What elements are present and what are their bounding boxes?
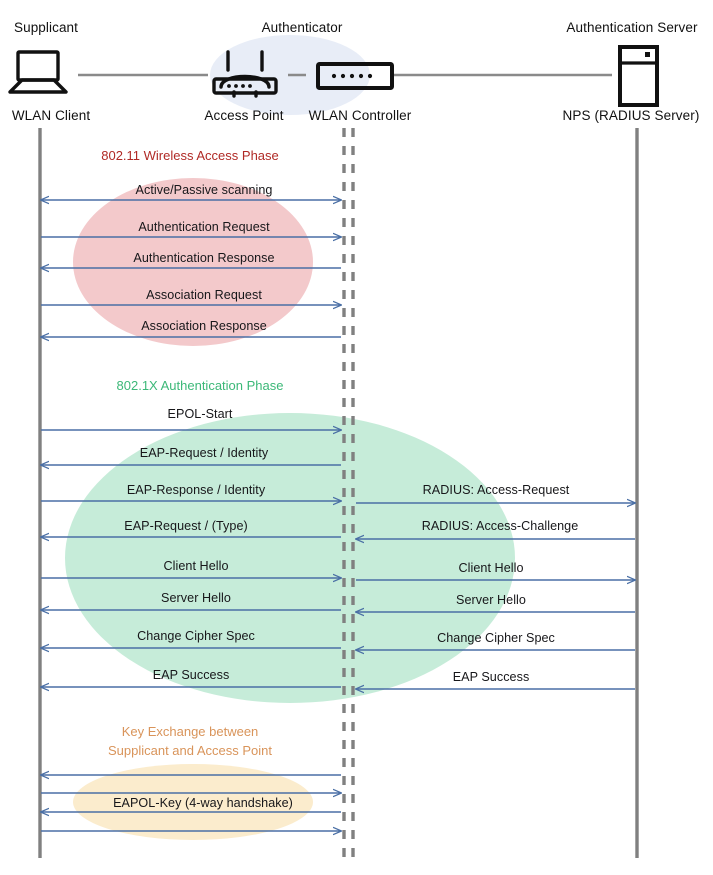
message-label-epol-start: EPOL-Start (167, 407, 233, 421)
phase-title-key-exchange-line1: Key Exchange between (121, 724, 259, 739)
phase-title-8021x: 802.1X Authentication Phase (116, 378, 284, 393)
server-tower-icon (618, 45, 659, 107)
actor-name-nps-radius-server: NPS (RADIUS Server) (562, 108, 700, 123)
message-arrows-right (356, 503, 635, 689)
message-label-authentication-request: Authentication Request (138, 220, 270, 234)
message-label-authentication-response: Authentication Response (133, 251, 275, 265)
phase-title-80211: 802.11 Wireless Access Phase (101, 148, 279, 163)
message-label-eapol-key: EAPOL-Key (4-way handshake) (113, 796, 293, 810)
message-label-radius-access-challenge: RADIUS: Access-Challenge (421, 519, 579, 533)
message-label-association-response: Association Response (141, 319, 267, 333)
actor-name-wlan-controller: WLAN Controller (308, 108, 412, 123)
phase-title-key-exchange-line2: Supplicant and Access Point (107, 743, 273, 758)
actor-name-wlan-client: WLAN Client (11, 108, 91, 123)
message-label-association-request: Association Request (146, 288, 262, 302)
message-label-change-cipher-spec-left: Change Cipher Spec (137, 629, 255, 643)
message-label-server-hello-left: Server Hello (161, 591, 231, 605)
message-arrows-left (41, 200, 341, 831)
phase-ellipse-8021x (65, 413, 515, 703)
message-label-client-hello-right: Client Hello (458, 561, 524, 575)
message-label-eap-response-identity: EAP-Response / Identity (126, 483, 266, 497)
message-label-client-hello-left: Client Hello (163, 559, 229, 573)
message-label-eap-request-identity: EAP-Request / Identity (139, 446, 269, 460)
wireless-router-icon (212, 50, 278, 98)
wireless-router-led-dots (227, 84, 252, 88)
laptop-icon (8, 50, 68, 94)
phase-ellipse-80211 (73, 178, 313, 346)
message-label-change-cipher-spec-right: Change Cipher Spec (437, 631, 555, 645)
message-label-eap-request-type: EAP-Request / (Type) (124, 519, 248, 533)
network-switch-icon (316, 62, 394, 90)
phase-ellipse-key-exchange (73, 764, 313, 840)
message-label-eap-success-left: EAP Success (152, 668, 230, 682)
message-label-server-hello-right: Server Hello (456, 593, 526, 607)
actor-name-access-point: Access Point (204, 108, 284, 123)
message-label-eap-success-right: EAP Success (452, 670, 530, 684)
message-label-active-passive-scanning: Active/Passive scanning (135, 183, 273, 197)
actor-role-authenticator: Authenticator (261, 20, 343, 35)
actor-role-auth-server: Authentication Server (566, 20, 698, 35)
actor-role-supplicant: Supplicant (13, 20, 79, 35)
message-label-radius-access-request: RADIUS: Access-Request (422, 483, 570, 497)
